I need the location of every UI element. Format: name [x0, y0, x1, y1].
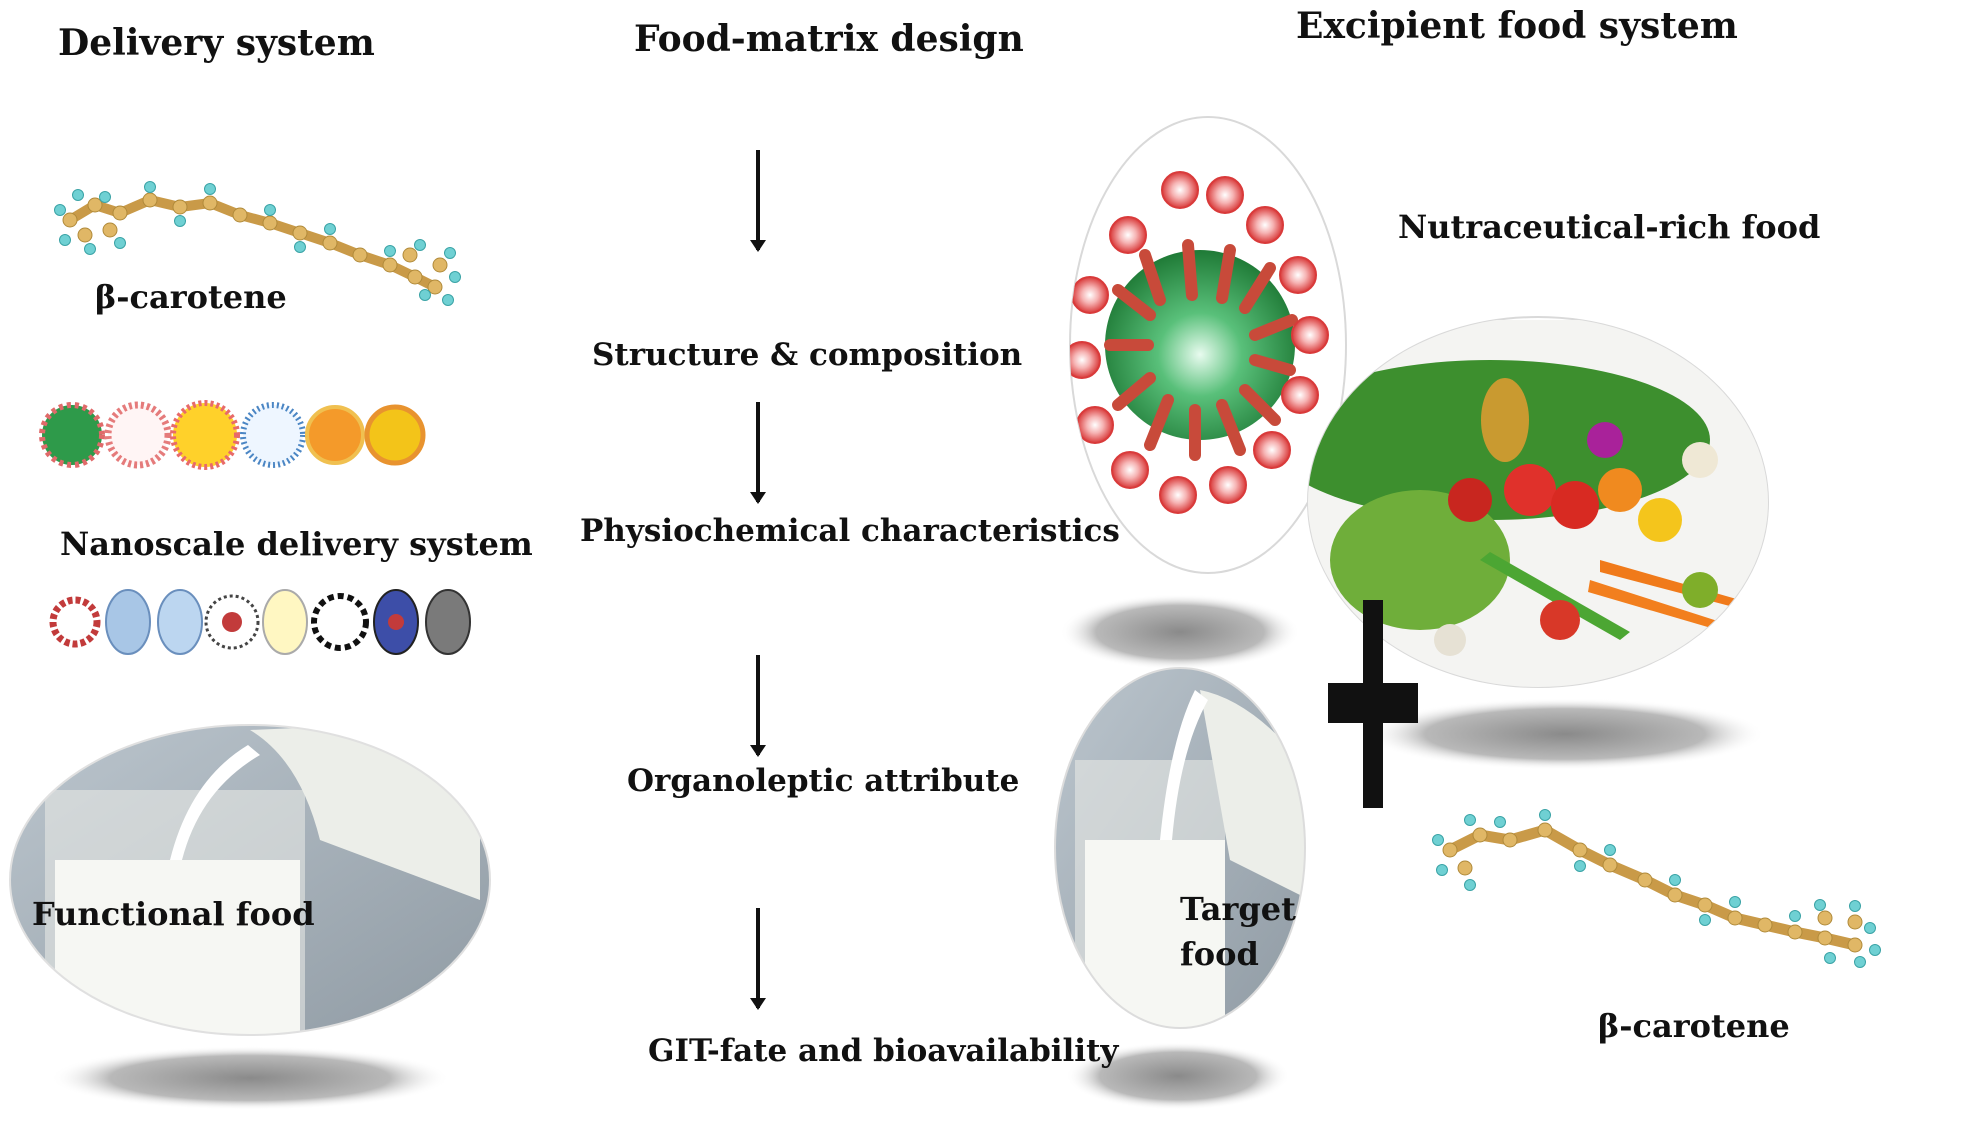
step-organoleptic-attribute: Organoleptic attribute: [627, 763, 1020, 799]
functional-food-image: [10, 725, 490, 1035]
shadow-vegetables: [1365, 698, 1765, 770]
label-target-food-line2: food: [1180, 935, 1259, 973]
micelle-image: [1069, 116, 1347, 574]
shadow-micelle: [1060, 594, 1300, 670]
arrow-2: [750, 402, 766, 504]
label-functional-food: Functional food: [32, 895, 315, 933]
arrow-1: [750, 150, 766, 252]
vegetables-image: [1307, 316, 1769, 688]
plus-sign: [1328, 600, 1418, 808]
shadow-functional-food: [50, 1046, 450, 1110]
heading-excipient-food-system: Excipient food system: [1296, 5, 1738, 47]
label-nutraceutical-rich-food: Nutraceutical-rich food: [1398, 208, 1821, 246]
shadow-target-food: [1066, 1042, 1290, 1110]
step-structure-composition: Structure & composition: [592, 337, 1023, 373]
beta-carotene-molecule-left: [54, 181, 461, 306]
target-food-image: [1055, 668, 1305, 1028]
label-nanoscale-delivery-system: Nanoscale delivery system: [60, 525, 533, 563]
label-beta-carotene-left: β-carotene: [95, 278, 287, 316]
beta-carotene-molecule-right: [1432, 809, 1881, 968]
step-physiochemical-characteristics: Physiochemical characteristics: [580, 513, 1120, 549]
label-beta-carotene-right: β-carotene: [1598, 1007, 1790, 1045]
arrow-4: [750, 908, 766, 1010]
label-target-food-line1: Target: [1180, 890, 1296, 928]
nanoscale-structures-row2: [49, 589, 471, 655]
heading-food-matrix-design: Food-matrix design: [634, 18, 1024, 60]
heading-delivery-system: Delivery system: [58, 22, 375, 64]
step-git-fate-bioavailability: GIT-fate and bioavailability: [648, 1033, 1119, 1069]
nanoscale-structures-row1: [39, 400, 426, 470]
arrow-3: [750, 655, 766, 757]
